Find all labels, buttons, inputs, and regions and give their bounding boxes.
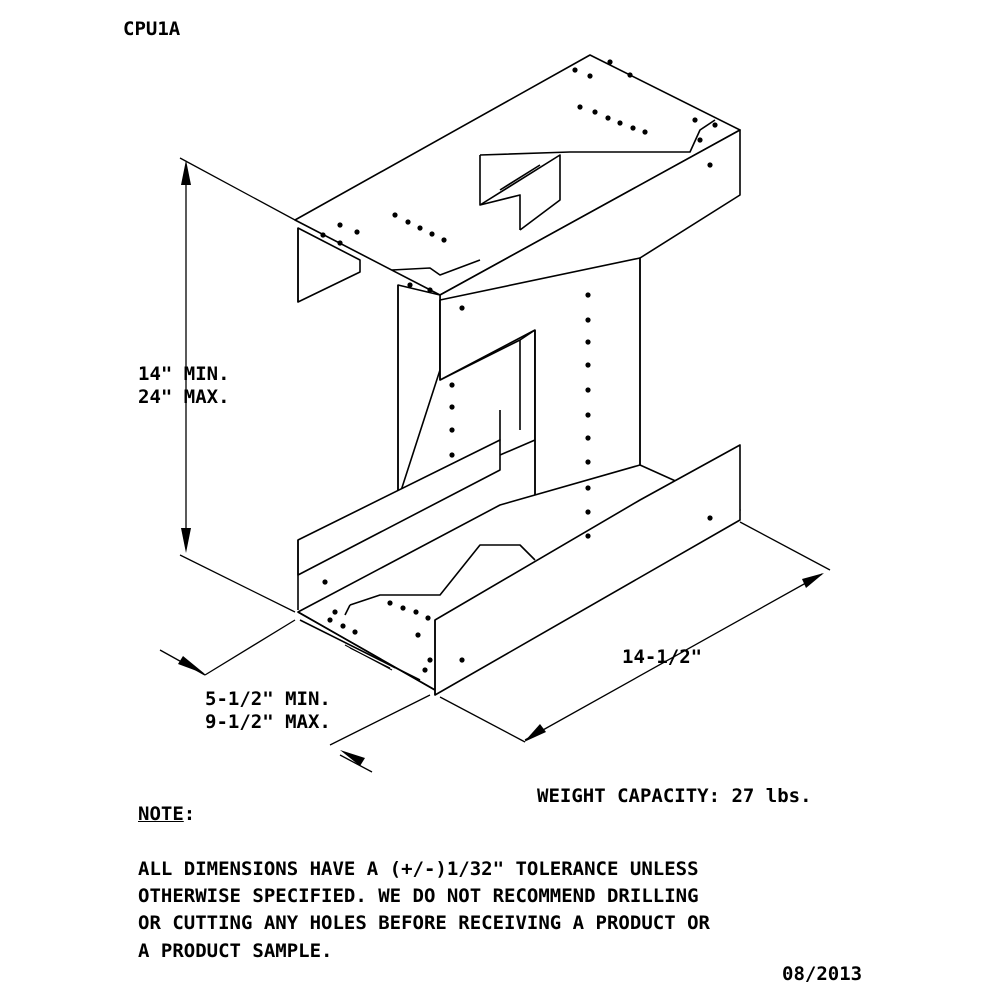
- note-line-4: A PRODUCT SAMPLE.: [138, 940, 333, 962]
- width-max-label: 9-1/2" MAX.: [205, 711, 331, 733]
- bottom-channel: [297, 439, 741, 696]
- mounting-holes: [320, 59, 718, 673]
- note-heading: NOTE:: [138, 803, 195, 825]
- note-line-2: OTHERWISE SPECIFIED. WE DO NOT RECOMMEND…: [138, 885, 699, 907]
- height-max-label: 24" MAX.: [138, 386, 230, 408]
- height-min-label: 14" MIN.: [138, 363, 230, 385]
- weight-capacity-label: WEIGHT CAPACITY: 27 lbs.: [537, 785, 812, 807]
- dimension-lines: [159, 157, 831, 773]
- length-label: 14-1/2": [622, 646, 703, 668]
- note-heading-colon: :: [183, 803, 196, 825]
- note-heading-text: NOTE: [138, 803, 184, 825]
- date-label: 08/2013: [782, 963, 863, 985]
- model-label: CPU1A: [123, 18, 181, 40]
- note-line-1: ALL DIMENSIONS HAVE A (+/-)1/32" TOLERAN…: [138, 858, 699, 880]
- dimension-arrows: [178, 160, 824, 766]
- note-line-3: OR CUTTING ANY HOLES BEFORE RECEIVING A …: [138, 912, 710, 934]
- width-min-label: 5-1/2" MIN.: [205, 688, 331, 710]
